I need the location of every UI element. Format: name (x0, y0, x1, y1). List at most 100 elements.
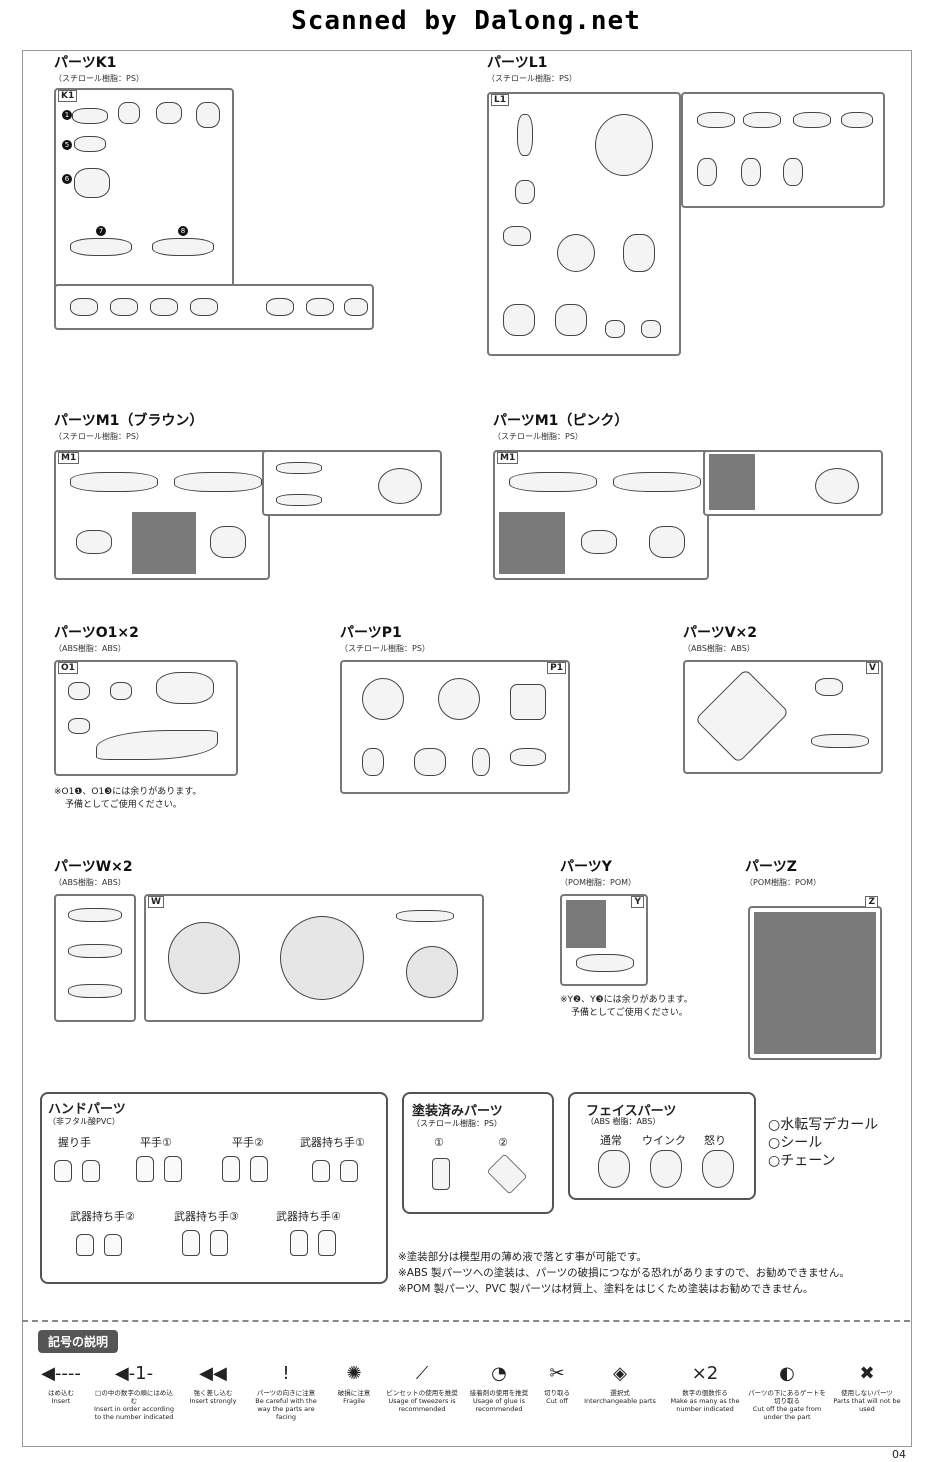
part (174, 472, 262, 492)
part (362, 748, 384, 776)
runner-tag: Y (631, 896, 644, 908)
part-number: 6 (62, 174, 72, 184)
section-material: （POM樹脂：POM） (560, 878, 637, 887)
note-line: ※O1❶、O1❸には余りがあります。 (54, 787, 202, 797)
part (96, 730, 218, 760)
part (595, 114, 653, 176)
section-k1: パーツK1 （スチロール樹脂：PS） (54, 52, 144, 84)
part (697, 112, 735, 128)
symbol-not-used: ✖ 使用しないパーツ Parts that will not be used (830, 1360, 904, 1414)
part (280, 916, 364, 1000)
shaded-area (709, 454, 755, 510)
face-icon (598, 1150, 630, 1188)
part (414, 748, 446, 776)
part (841, 112, 873, 128)
part (649, 526, 685, 558)
part (503, 304, 535, 336)
runner-tag: M1 (58, 452, 80, 464)
symbol-jp: パーツの向きに注意 (256, 1389, 316, 1397)
fragile-icon: ✺ (346, 1362, 362, 1384)
runner-k1-lower (54, 284, 374, 330)
runner-o1: O1 (54, 660, 238, 776)
runner-l1-right (681, 92, 885, 208)
part (74, 168, 110, 198)
section-title: パーツV×2 (683, 625, 758, 641)
part (811, 734, 869, 748)
part (210, 526, 246, 558)
part (110, 682, 132, 700)
symbol-en: Cut off the gate from under the part (752, 1405, 822, 1421)
runner-tag: P1 (547, 662, 566, 674)
hand-label: 握り手 (58, 1136, 91, 1149)
part (783, 158, 803, 186)
part (743, 112, 781, 128)
section-title: パーツK1 (54, 55, 117, 71)
runner-tag: L1 (491, 94, 509, 106)
hand-parts-box: ハンドパーツ （非フタル酸PVC） 握り手 平手① 平手② 武器持ち手① 武器持… (40, 1092, 388, 1284)
symbol-insert: ◀---- はめ込む Insert (26, 1360, 96, 1406)
symbol-jp: □の中の数字の順にはめ込む (95, 1389, 173, 1405)
page-number: 04 (892, 1448, 906, 1461)
tweezers-icon: ⟋ (415, 1362, 429, 1384)
part (486, 1153, 528, 1195)
part (510, 684, 546, 720)
part (68, 718, 90, 734)
legend-title: 記号の説明 (38, 1330, 119, 1353)
extra-sticker: ○シール (768, 1135, 823, 1151)
section-title: パーツM1（ピンク） (493, 413, 629, 429)
part (378, 468, 422, 504)
runner-v: V (683, 660, 883, 774)
symbol-en: Make as many as the number indicated (670, 1397, 740, 1413)
symbol-en: Interchangeable parts (584, 1397, 656, 1405)
section-material: （スチロール樹脂：PS） (487, 74, 577, 83)
symbol-insert-order: ◀-1- □の中の数字の順にはめ込む Insert in order accor… (94, 1360, 174, 1422)
part (555, 304, 587, 336)
part (641, 320, 661, 338)
part (581, 530, 617, 554)
part (557, 234, 595, 272)
part (70, 298, 98, 316)
part (472, 748, 490, 776)
runner-tag: V (866, 662, 879, 674)
part (152, 238, 214, 256)
shaded-area (132, 512, 196, 574)
glue-icon: ◔ (491, 1362, 507, 1384)
section-material: （ABS樹脂：ABS） (54, 644, 126, 653)
runner-k1: K1 1 5 6 7 8 (54, 88, 234, 290)
part (623, 234, 655, 272)
symbol-en: Be careful with the way the parts are fa… (255, 1397, 317, 1421)
painted-label: ① (434, 1136, 444, 1149)
symbol-en: Fragile (343, 1397, 365, 1405)
section-o1: パーツO1×2 （ABS樹脂：ABS） (54, 622, 139, 654)
part (276, 494, 322, 506)
part (503, 226, 531, 246)
symbol-en: Usage of glue is recommended (473, 1397, 525, 1413)
symbol-jp: 切り取る (544, 1389, 570, 1397)
hand-icon (76, 1234, 122, 1256)
runner-tag: W (148, 896, 164, 908)
face-icon (702, 1150, 734, 1188)
runner-w: W (144, 894, 484, 1022)
part (266, 298, 294, 316)
section-y: パーツY （POM樹脂：POM） (560, 856, 636, 888)
part (72, 108, 108, 124)
part (156, 102, 182, 124)
insert-order-icon: ◀-1- (114, 1362, 154, 1384)
note-line: ※Y❷、Y❸には余りがあります。 (560, 995, 693, 1005)
section-m1-brown: パーツM1（ブラウン） （スチロール樹脂：PS） (54, 410, 203, 442)
part (150, 298, 178, 316)
part (362, 678, 404, 720)
runner-tag: M1 (497, 452, 519, 464)
part (190, 298, 218, 316)
part (438, 678, 480, 720)
symbol-jp: 強く差し込む (193, 1389, 233, 1397)
section-title: パーツZ (745, 859, 797, 875)
symbol-cut: ✂ 切り取る Cut off (530, 1360, 584, 1406)
part (517, 114, 533, 156)
part (110, 298, 138, 316)
runner-m1-pink-right (703, 450, 883, 516)
runner-l1: L1 (487, 92, 681, 356)
shaded-area (754, 912, 876, 1054)
section-title: パーツP1 (340, 625, 402, 641)
section-title: パーツO1×2 (54, 625, 139, 641)
